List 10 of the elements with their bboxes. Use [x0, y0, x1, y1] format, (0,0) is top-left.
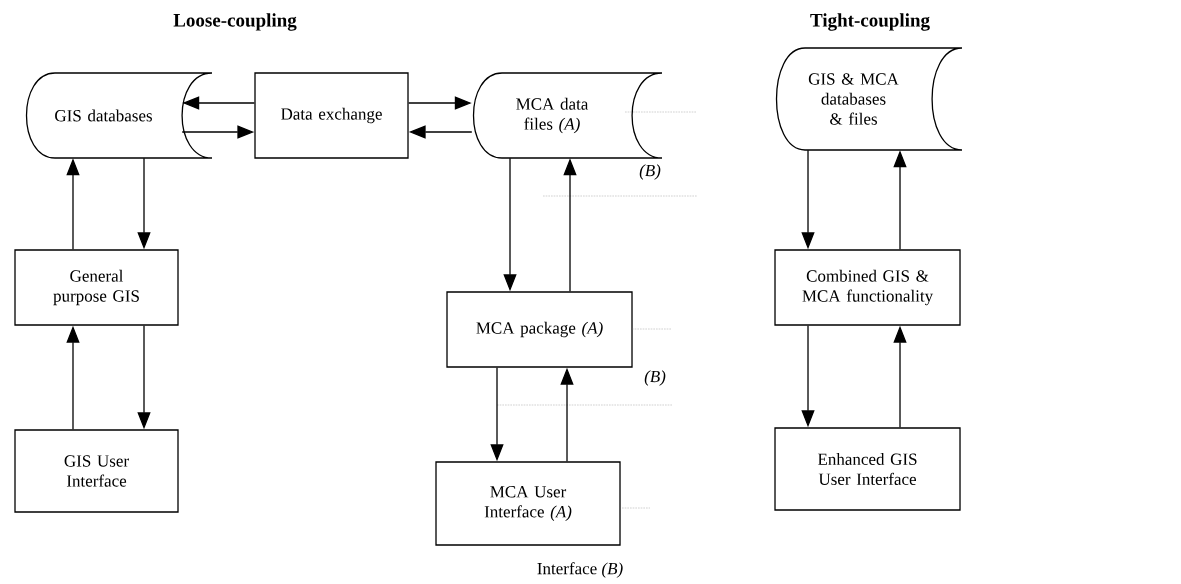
heading: Loose-coupling [173, 13, 297, 31]
process-box: MCA User Interface (A) [435, 461, 621, 546]
process-box: Combined GIS & MCA functionality [774, 249, 961, 326]
process-box: MCA package (A) [446, 291, 633, 368]
note-text: Interface (B) [537, 562, 623, 578]
process-box: GIS User Interface [14, 429, 179, 513]
process-box: Data exchange [254, 72, 409, 159]
note-text: (B) [644, 370, 666, 386]
process-box: Enhanced GIS User Interface [774, 427, 961, 511]
process-box: General purpose GIS [14, 249, 179, 326]
